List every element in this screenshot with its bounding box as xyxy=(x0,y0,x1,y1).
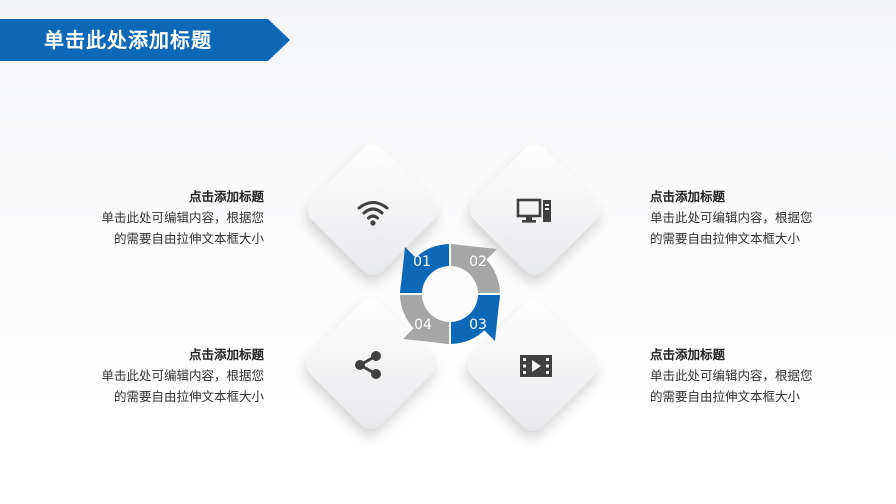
text-block-top-left: 点击添加标题 单击此处可编辑内容，根据您 的需要自由拉伸文本框大小 xyxy=(101,186,264,249)
block-body-line[interactable]: 的需要自由拉伸文本框大小 xyxy=(113,231,264,246)
block-body-line[interactable]: 的需要自由拉伸文本框大小 xyxy=(650,389,801,404)
text-block-bottom-right: 点击添加标题 单击此处可编辑内容，根据您 的需要自由拉伸文本框大小 xyxy=(650,344,813,407)
block-heading[interactable]: 点击添加标题 xyxy=(188,347,264,362)
segment-03[interactable] xyxy=(450,294,500,344)
computer-icon xyxy=(515,192,555,232)
block-body-line[interactable]: 单击此处可编辑内容，根据您 xyxy=(650,368,813,383)
arrow-tip-03 xyxy=(475,294,500,341)
segment-label-02: 02 xyxy=(469,254,487,270)
segment-04[interactable] xyxy=(400,294,450,344)
segment-label-04: 04 xyxy=(414,317,432,333)
block-body-line[interactable]: 的需要自由拉伸文本框大小 xyxy=(650,231,801,246)
text-block-top-right: 点击添加标题 单击此处可编辑内容，根据您 的需要自由拉伸文本框大小 xyxy=(650,186,813,249)
segment-label-01: 01 xyxy=(413,254,431,270)
block-body-line[interactable]: 单击此处可编辑内容，根据您 xyxy=(101,210,264,225)
segment-02[interactable] xyxy=(450,244,500,294)
center-ring xyxy=(398,242,502,346)
block-heading[interactable]: 点击添加标题 xyxy=(188,189,264,204)
block-heading[interactable]: 点击添加标题 xyxy=(650,347,726,362)
page-title[interactable]: 单击此处添加标题 xyxy=(44,28,212,52)
arrow-tip-01 xyxy=(400,247,425,294)
share-icon xyxy=(348,345,388,385)
text-block-bottom-left: 点击添加标题 单击此处可编辑内容，根据您 的需要自由拉伸文本框大小 xyxy=(101,344,264,407)
video-icon xyxy=(516,346,556,386)
segment-01[interactable] xyxy=(400,244,450,294)
block-body-line[interactable]: 单击此处可编辑内容，根据您 xyxy=(650,210,813,225)
title-banner: 单击此处添加标题 xyxy=(0,19,290,61)
arrow-tip-02 xyxy=(450,244,497,269)
arrow-tip-04 xyxy=(403,319,450,344)
block-heading[interactable]: 点击添加标题 xyxy=(650,189,726,204)
block-body-line[interactable]: 单击此处可编辑内容，根据您 xyxy=(101,368,264,383)
wifi-icon xyxy=(353,192,393,232)
block-body-line[interactable]: 的需要自由拉伸文本框大小 xyxy=(113,389,264,404)
segment-label-03: 03 xyxy=(469,317,487,333)
